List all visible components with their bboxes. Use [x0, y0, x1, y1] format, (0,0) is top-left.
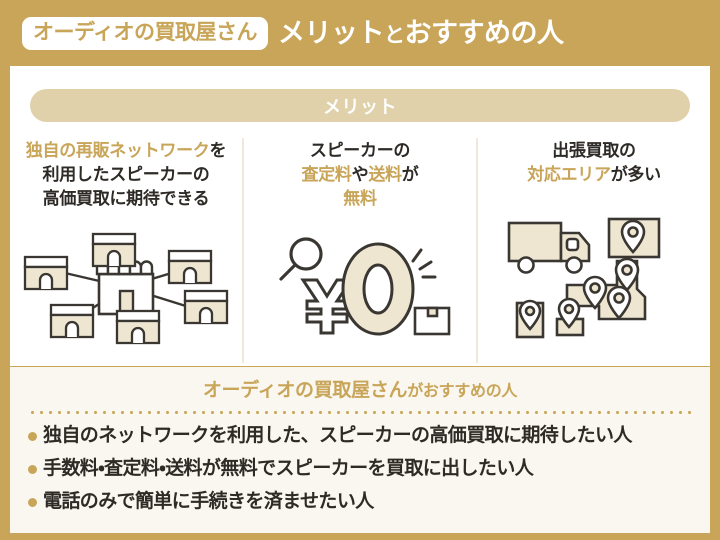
- list-item: 電話のみで簡単に手続きを済ませたい人: [28, 492, 710, 511]
- recommend-section: オーディオの買取屋さんがおすすめの人 独自のネットワークを利用した、スピーカーの…: [10, 367, 710, 533]
- merit-column-3: 出張買取の 対応エリアが多い: [476, 138, 710, 363]
- merit-column-2: スピーカーの 査定料や送料が 無料: [242, 138, 476, 363]
- page-title-particle: と: [384, 23, 405, 47]
- bullet-dot-icon: [28, 465, 37, 474]
- shop-network-icon: [17, 229, 235, 345]
- merit-column-1: 独自の再販ネットワークを 利用したスピーカーの 高価買取に期待できる: [10, 138, 242, 363]
- merit-3-part-0: 出張買取の: [552, 141, 636, 160]
- merit-2-part-3: 送料: [368, 165, 402, 185]
- merit-2-part-1: 査定料: [301, 165, 352, 185]
- list-item-label: 独自のネットワークを利用した、スピーカーの高価買取に期待したい人: [43, 425, 632, 446]
- list-item: 独自のネットワークを利用した、スピーカーの高価買取に期待したい人: [28, 426, 710, 445]
- merit-1-part-0: 独自の再販ネットワーク: [25, 141, 210, 160]
- merit-column-2-title: スピーカーの 査定料や送料が 無料: [298, 139, 423, 211]
- header-bar: オーディオの買取屋さん メリットとおすすめの人: [0, 0, 720, 66]
- merit-column-3-art: [478, 187, 710, 363]
- merit-2-part-0: スピーカーの: [309, 141, 411, 160]
- merit-column-1-art: [10, 211, 242, 363]
- list-item-label: 手数料・査定料・送料が無料でスピーカーを買取に出したい人: [43, 458, 534, 479]
- bullet-dot-icon: [28, 498, 37, 507]
- merit-3-part-1: 対応エリア: [527, 165, 611, 185]
- recommend-title: オーディオの買取屋さんがおすすめの人: [10, 381, 710, 400]
- recommend-bullet-list: 独自のネットワークを利用した、スピーカーの高価買取に期待したい人 手数料・査定料…: [10, 414, 710, 511]
- merit-1-part-2: 利用したスピーカーの: [42, 165, 210, 185]
- merit-1-part-3: 高価買取に期待できる: [42, 189, 210, 209]
- merit-2-part-4: が: [401, 165, 419, 185]
- brand-badge: オーディオの買取屋さん: [22, 16, 269, 50]
- page-title: メリットとおすすめの人: [278, 17, 565, 48]
- merit-pill-label: メリット: [30, 89, 690, 122]
- merit-columns: 独自の再販ネットワークを 利用したスピーカーの 高価買取に期待できる: [10, 138, 710, 363]
- page-title-main: メリット: [278, 17, 385, 48]
- dotted-divider: [28, 411, 692, 414]
- list-item: 手数料・査定料・送料が無料でスピーカーを買取に出したい人: [28, 459, 710, 478]
- list-item-label: 電話のみで簡単に手続きを済ませたい人: [43, 491, 374, 512]
- truck-map-pins-icon: [499, 211, 689, 339]
- merit-column-2-art: [244, 211, 476, 363]
- page-title-tail: おすすめの人: [404, 17, 565, 48]
- bullet-dot-icon: [28, 432, 37, 441]
- merit-panel: メリット 独自の再販ネットワークを 利用したスピーカーの 高価買取に期待できる: [10, 66, 710, 366]
- merit-1-part-1: を: [209, 141, 227, 160]
- merit-2-part-2: や: [351, 165, 369, 185]
- merit-column-1-title: 独自の再販ネットワークを 利用したスピーカーの 高価買取に期待できる: [22, 139, 230, 211]
- recommend-title-brand: オーディオの買取屋さん: [202, 380, 408, 401]
- merit-2-part-5: 無料: [343, 189, 377, 209]
- merit-column-3-title: 出張買取の 対応エリアが多い: [523, 139, 665, 187]
- merit-3-part-2: が多い: [610, 165, 661, 185]
- recommend-title-tail: がおすすめの人: [407, 383, 518, 400]
- zero-yen-free-icon: [265, 229, 455, 345]
